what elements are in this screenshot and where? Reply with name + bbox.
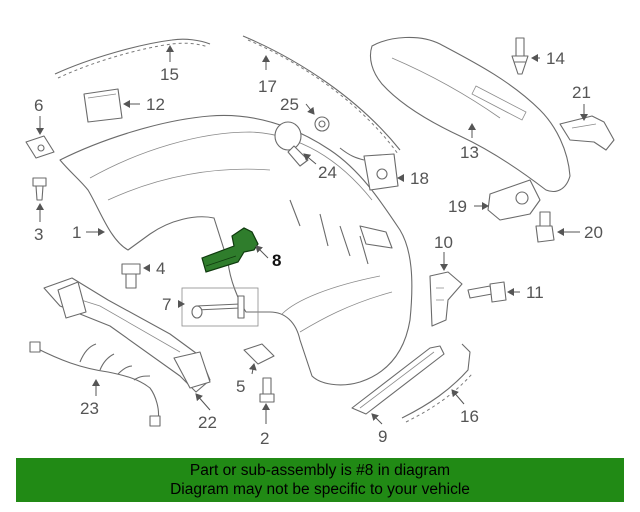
callout-18: 18 bbox=[410, 169, 429, 188]
parts-diagram: 15 17 12 6 25 14 21 13 24 18 19 20 3 1 8… bbox=[25, 35, 615, 448]
banner-line-2: Diagram may not be specific to your vehi… bbox=[170, 481, 470, 498]
callout-12: 12 bbox=[146, 95, 165, 114]
part-22-absorber bbox=[43, 277, 211, 393]
callout-10: 10 bbox=[434, 233, 453, 252]
callout-7: 7 bbox=[162, 295, 171, 314]
callout-23: 23 bbox=[80, 399, 99, 418]
callout-13: 13 bbox=[460, 143, 479, 162]
part-10-end-bracket bbox=[429, 271, 463, 327]
callout-22: 22 bbox=[198, 413, 217, 432]
part-15-trim-strip bbox=[54, 38, 211, 79]
callout-1: 1 bbox=[72, 223, 81, 242]
part-7-kit bbox=[181, 287, 259, 327]
part-11-bolt bbox=[467, 281, 507, 303]
callout-labels: 15 17 12 6 25 14 21 13 24 18 19 20 3 1 8… bbox=[34, 49, 603, 448]
part-21-bracket bbox=[559, 115, 615, 151]
callout-21: 21 bbox=[572, 83, 591, 102]
callout-5: 5 bbox=[236, 377, 245, 396]
part-12-cover bbox=[83, 88, 123, 123]
part-14-push-pin bbox=[511, 37, 529, 75]
info-banner: Part or sub-assembly is #8 in diagram Di… bbox=[16, 458, 624, 502]
leader-lines bbox=[36, 45, 588, 425]
part-5-clip bbox=[243, 343, 275, 365]
part-16-trim-strip bbox=[401, 343, 473, 423]
callout-16: 16 bbox=[460, 407, 479, 426]
part-23-wire-harness bbox=[29, 341, 161, 427]
part-2-screw bbox=[259, 377, 275, 403]
banner-line-1: Part or sub-assembly is #8 in diagram bbox=[189, 462, 451, 479]
callout-2: 2 bbox=[260, 429, 269, 448]
callout-6: 6 bbox=[34, 96, 43, 115]
part-20-mount bbox=[535, 211, 555, 243]
part-4-bolt bbox=[121, 263, 141, 289]
callout-11: 11 bbox=[526, 283, 544, 302]
part-25-grommet bbox=[314, 116, 330, 132]
callout-15: 15 bbox=[160, 65, 179, 84]
callout-25: 25 bbox=[280, 95, 299, 114]
part-8-bracket-highlighted bbox=[201, 227, 259, 273]
callout-14: 14 bbox=[546, 49, 565, 68]
part-9-side-trim bbox=[351, 345, 445, 415]
callout-4: 4 bbox=[156, 259, 165, 278]
part-18-sensor-holder bbox=[339, 147, 399, 191]
callout-24: 24 bbox=[318, 163, 337, 182]
part-3-screw bbox=[32, 177, 47, 201]
callout-17: 17 bbox=[258, 77, 277, 96]
part-17-trim-strip bbox=[242, 35, 401, 155]
callout-20: 20 bbox=[584, 223, 603, 242]
part-24-sensor bbox=[274, 121, 309, 167]
part-13-diffuser bbox=[369, 36, 571, 193]
callout-3: 3 bbox=[34, 225, 43, 244]
callout-19: 19 bbox=[448, 197, 467, 216]
callout-8: 8 bbox=[272, 251, 281, 270]
part-19-sensor bbox=[487, 179, 541, 221]
part-6-clip bbox=[25, 135, 55, 159]
callout-9: 9 bbox=[378, 427, 387, 446]
